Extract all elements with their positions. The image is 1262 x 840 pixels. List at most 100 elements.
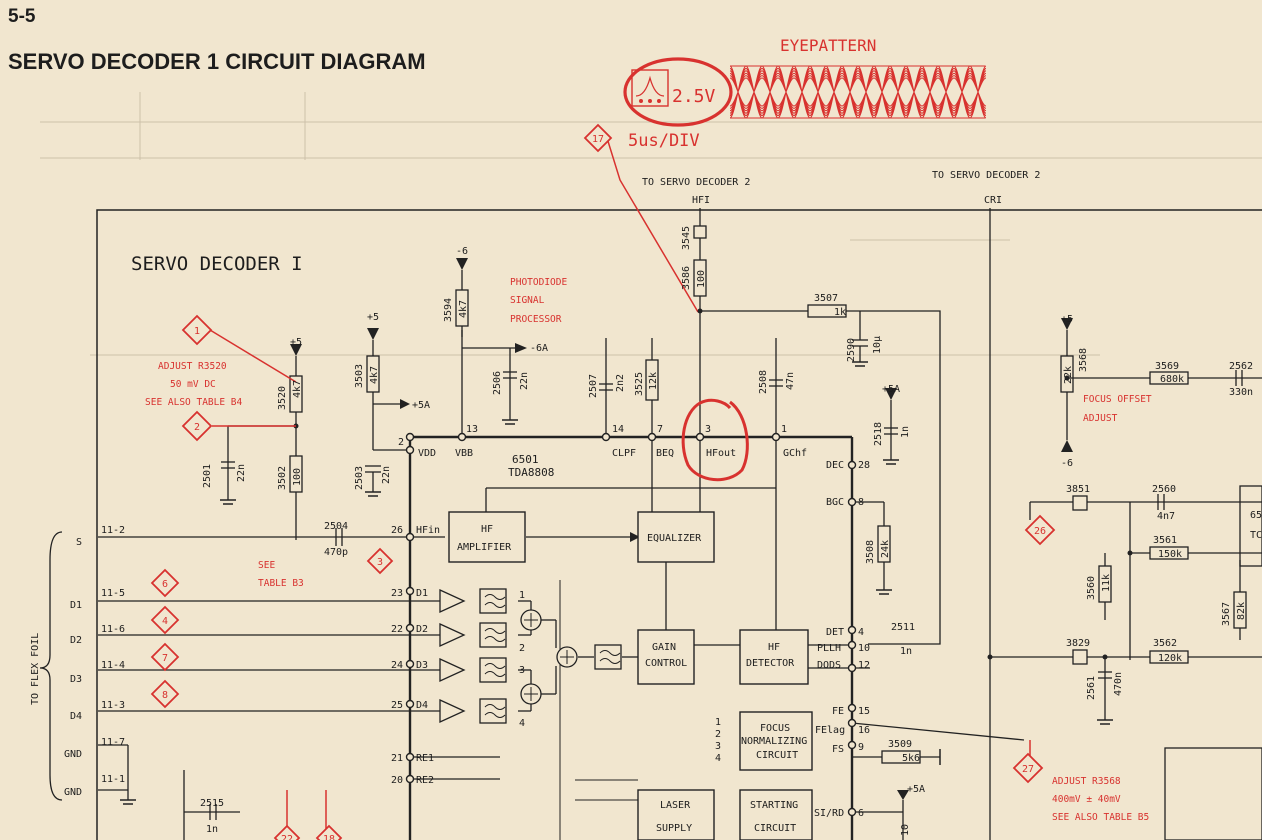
equalizer-block — [637, 511, 715, 563]
pin-dec: DEC — [826, 460, 844, 471]
pin-pllh: PLLH — [817, 643, 841, 654]
pin-num-1: 1 — [781, 424, 787, 435]
marker-label-m22: 22 — [281, 834, 293, 840]
pin-clpf: CLPF — [612, 448, 636, 459]
rail-p5-c: +5 — [1061, 314, 1073, 325]
marker-label-m6: 6 — [162, 579, 168, 590]
sig-gnd2: GND — [64, 787, 82, 798]
to-decoder2-b: TO SERVO DECODER 2 — [932, 170, 1040, 181]
adjust-r3520-line1: ADJUST R3520 — [158, 361, 227, 372]
marker-diamond-m26 — [1024, 514, 1056, 546]
rail-arrows — [290, 258, 1073, 800]
comp-r3502v: 100 — [292, 468, 303, 486]
photodiode-line2: SIGNAL — [510, 295, 545, 306]
comp-r3594v: 4k7 — [458, 300, 469, 318]
marker-label-m1: 1 — [194, 326, 200, 337]
comp-c2590: 2590 — [846, 338, 857, 362]
pin-num-3: 3 — [705, 424, 711, 435]
cable-pin-4: 11-4 — [101, 660, 125, 671]
comp-r3560: 3560 — [1086, 576, 1097, 600]
hfdet-line2: DETECTOR — [746, 658, 795, 669]
pin-num-20: 20 — [391, 775, 403, 786]
ic-part: TDA8808 — [508, 466, 554, 479]
hf-amplifier-block — [448, 511, 526, 563]
wire-junctions — [293, 308, 1133, 660]
focus-line2: NORMALIZING — [741, 736, 807, 747]
marker-label-m4: 4 — [162, 616, 168, 627]
photodiode-line1: PHOTODIODE — [510, 277, 567, 288]
hf-amp-line2: AMPLIFIER — [457, 542, 512, 553]
rail-m6: -6 — [456, 246, 468, 257]
marker-diamond-m8 — [150, 679, 180, 709]
cable-pin-6: 11-7 — [101, 737, 125, 748]
pin-re1: RE1 — [416, 753, 434, 764]
rail-p5a-b: +5A — [882, 384, 900, 395]
comp-r3567: 3567 — [1221, 602, 1232, 626]
adjust-r3568-line2: 400mV ± 40mV — [1052, 794, 1121, 805]
cri-label: CRI — [984, 195, 1002, 206]
focus-line3: CIRCUIT — [756, 750, 798, 761]
comp-r3590: 10 — [900, 824, 911, 836]
comp-r3561: 3561 — [1153, 535, 1177, 546]
hfout-highlight-circle — [681, 398, 749, 482]
cable-pin-3: 11-6 — [101, 624, 125, 635]
comp-c2501v: 22n — [236, 464, 247, 482]
comp-r3586v: 100 — [696, 270, 707, 288]
laser-line1: LASER — [660, 800, 691, 811]
to-decoder2-a: TO SERVO DECODER 2 — [642, 177, 750, 188]
comp-r3502: 3502 — [277, 466, 288, 490]
pin-gchf: GChf — [783, 448, 807, 459]
marker-diamond-m7 — [150, 642, 180, 672]
pin-fs: FS — [832, 744, 844, 755]
pin-num-10: 10 — [858, 643, 870, 654]
pin-num-28: 28 — [858, 460, 870, 471]
focus-in-2: 2 — [715, 729, 721, 740]
chan-num-4: 4 — [519, 718, 525, 729]
hfdet-line1: HF — [768, 642, 780, 653]
marker-label-m27: 27 — [1022, 764, 1034, 775]
comp-r3508: 3508 — [865, 540, 876, 564]
marker-label-m17: 17 — [592, 134, 604, 145]
marker-label-m26: 26 — [1034, 526, 1046, 537]
photodiode-line3: PROCESSOR — [510, 314, 562, 325]
focus-line1: FOCUS — [760, 723, 790, 734]
ground-symbols — [120, 361, 1113, 805]
comp-c2515v: 1n — [206, 824, 218, 835]
comp-r3508v: 24k — [880, 540, 891, 558]
comp-c2560v: 4n7 — [1157, 511, 1175, 522]
adjust-r3520-line2: 50 mV DC — [170, 379, 216, 390]
chan-num-3: 3 — [519, 665, 525, 676]
sig-s: S — [76, 537, 82, 548]
flex-foil-label: TO FLEX FOIL — [30, 633, 41, 705]
comp-r3503v: 4k7 — [369, 366, 380, 384]
comp-r3509: 3509 — [888, 739, 912, 750]
sig-d3: D3 — [70, 674, 82, 685]
scope-highlight-circle — [623, 57, 733, 127]
comp-c2511v: 1n — [900, 646, 912, 657]
comp-r3562: 3562 — [1153, 638, 1177, 649]
comp-r3561v: 150k — [1158, 549, 1182, 560]
comp-r3829: 3829 — [1066, 638, 1090, 649]
marker-label-m18: 18 — [323, 834, 335, 840]
pin-num-23: 23 — [391, 588, 403, 599]
section-border — [96, 209, 1262, 840]
sig-d2: D2 — [70, 635, 82, 646]
comp-r3569: 3569 — [1155, 361, 1179, 372]
ic-ref: 6501 — [512, 453, 539, 466]
pin-felag: FElag — [815, 725, 845, 736]
gain-line2: CONTROL — [645, 658, 687, 669]
comp-c2508v: 47n — [785, 372, 796, 390]
pin-re2: RE2 — [416, 775, 434, 786]
marker-diamond-m18 — [315, 824, 343, 840]
pin-bgc: BGC — [826, 497, 844, 508]
pin-num-12: 12 — [858, 660, 870, 671]
focus-offset-line1: FOCUS OFFSET — [1083, 394, 1152, 405]
marker-diamond-m6 — [150, 568, 180, 598]
pin-num-21: 21 — [391, 753, 403, 764]
marker-diamond-m4 — [150, 605, 180, 635]
pin-d4: D4 — [416, 700, 428, 711]
comp-c2515: 2515 — [200, 798, 224, 809]
cable-pin-1: 11-2 — [101, 525, 125, 536]
cable-pin-5: 11-3 — [101, 700, 125, 711]
comp-c2518v: 1n — [900, 426, 911, 438]
